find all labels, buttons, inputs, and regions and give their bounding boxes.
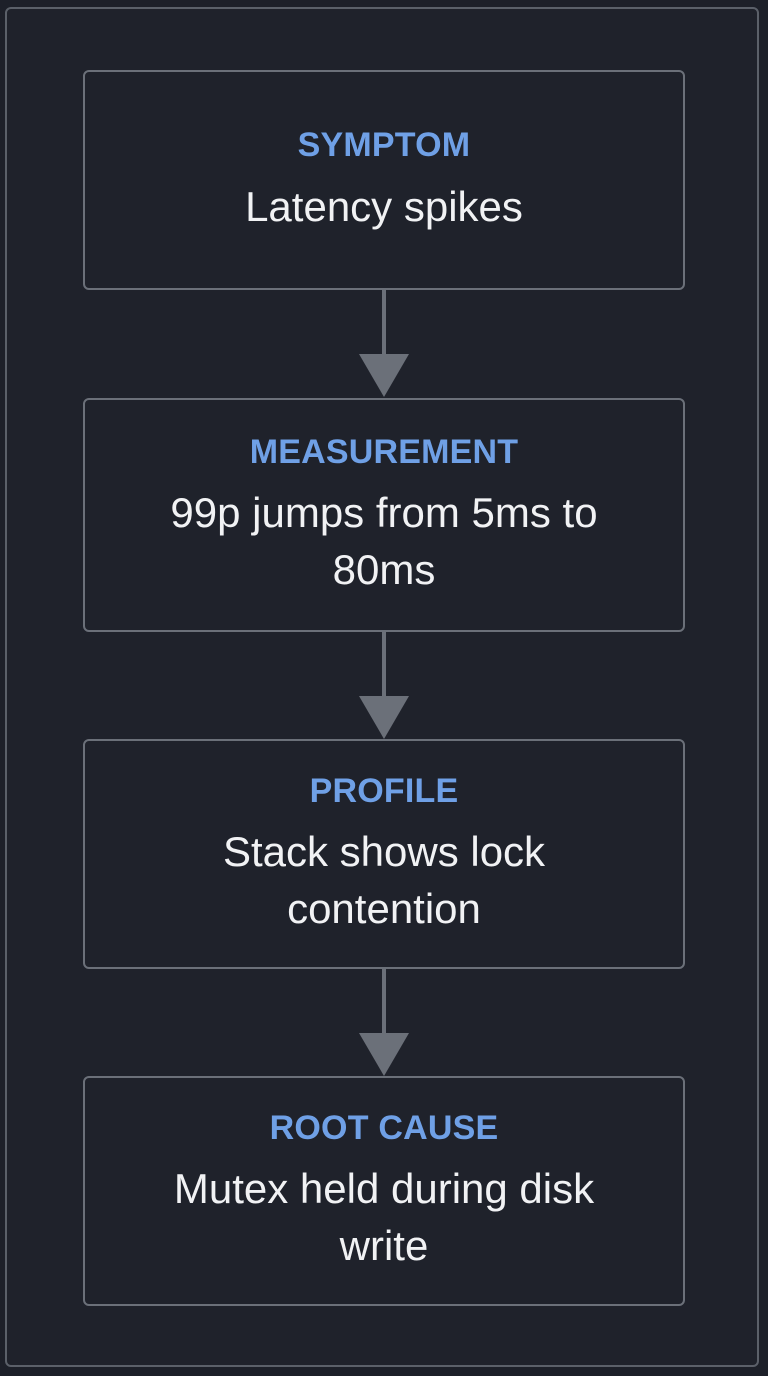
- step-text: 99p jumps from 5ms to 80ms: [170, 489, 598, 594]
- step-text: Latency spikes: [245, 182, 523, 230]
- step-box-measurement: MEASUREMENT 99p jumps from 5ms to 80ms: [83, 398, 685, 632]
- step-title: MEASUREMENT: [249, 432, 519, 471]
- step-box-symptom: SYMPTOM Latency spikes: [83, 70, 685, 290]
- step-title: SYMPTOM: [297, 126, 471, 165]
- step-box-profile: PROFILE Stack shows lock contention: [83, 739, 685, 969]
- arrow-down-icon: [354, 632, 414, 740]
- step-title: PROFILE: [309, 771, 459, 810]
- step-text: Stack shows lock contention: [222, 828, 546, 933]
- arrow-down-icon: [354, 290, 414, 398]
- step-title: ROOT CAUSE: [269, 1108, 499, 1147]
- arrow-down-icon: [354, 969, 414, 1077]
- step-box-root-cause: ROOT CAUSE Mutex held during disk write: [83, 1076, 685, 1306]
- step-text: Mutex held during disk write: [173, 1165, 595, 1270]
